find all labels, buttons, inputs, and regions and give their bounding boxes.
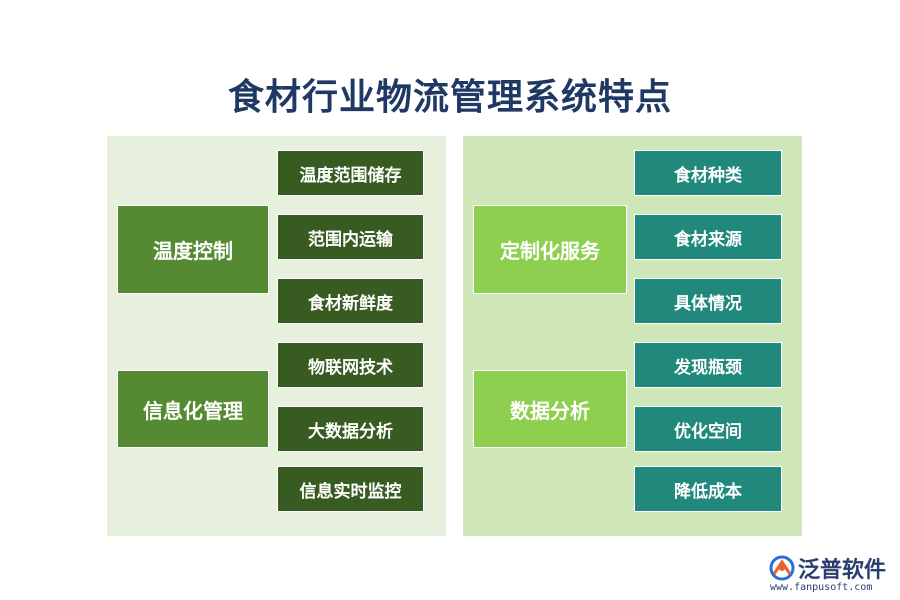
page-title: 食材行业物流管理系统特点	[227, 77, 672, 118]
feature-specific-conditions: 具体情况	[634, 278, 782, 324]
feature-iot-technology: 物联网技术	[277, 342, 424, 388]
feature-food-freshness: 食材新鲜度	[277, 278, 424, 324]
feature-information-management: 信息化管理	[117, 370, 269, 448]
feature-temperature-range-storage: 温度范围储存	[277, 150, 424, 196]
feature-food-types: 食材种类	[634, 150, 782, 196]
feature-food-sources: 食材来源	[634, 214, 782, 260]
feature-customized-service: 定制化服务	[473, 205, 627, 294]
feature-temperature-control: 温度控制	[117, 205, 269, 294]
brand-logo: 泛普软件 www.fanpusoft.com	[768, 552, 896, 600]
feature-data-analysis: 数据分析	[473, 370, 627, 448]
logo-url: www.fanpusoft.com	[770, 582, 873, 593]
logo-name: 泛普软件	[798, 558, 887, 583]
fanpu-logo-icon	[769, 555, 795, 581]
feature-big-data-analysis: 大数据分析	[277, 406, 424, 452]
feature-optimization-space: 优化空间	[634, 406, 782, 452]
feature-range-transport: 范围内运输	[277, 214, 424, 260]
feature-real-time-monitoring: 信息实时监控	[277, 466, 424, 512]
feature-find-bottlenecks: 发现瓶颈	[634, 342, 782, 388]
feature-reduce-costs: 降低成本	[634, 466, 782, 512]
